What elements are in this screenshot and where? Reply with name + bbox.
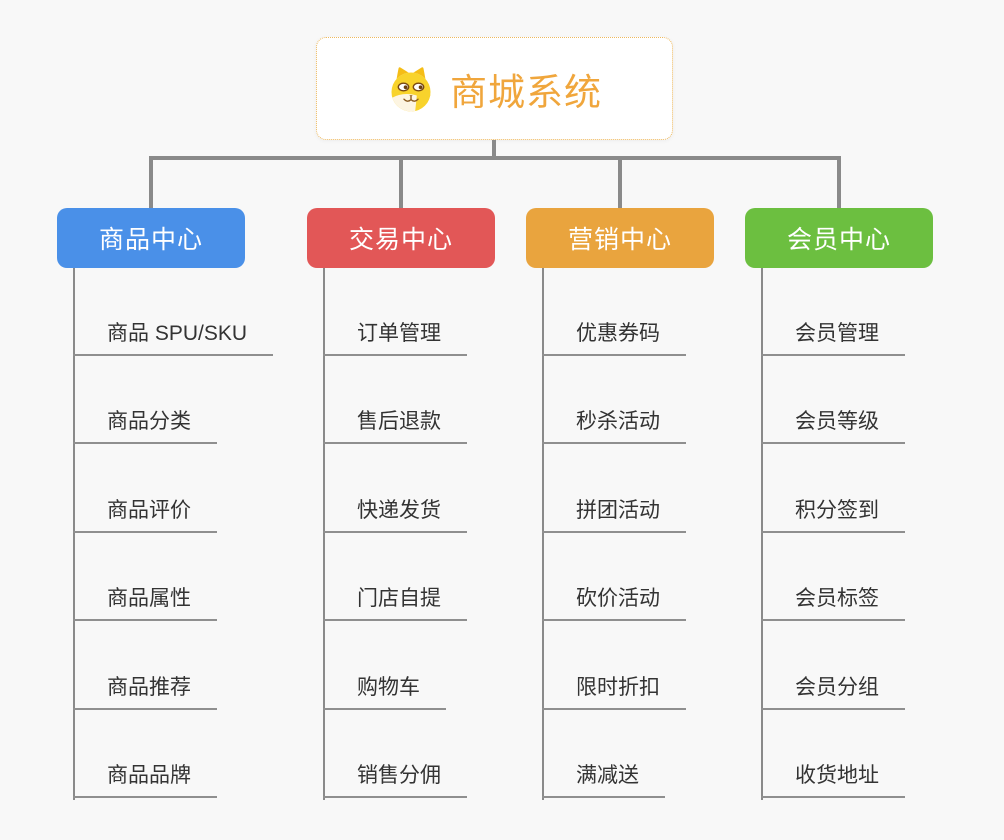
leaf-node[interactable]: 砍价活动 — [542, 586, 686, 621]
connector-branch-stub — [618, 156, 622, 208]
connector-branch-stub — [399, 156, 403, 208]
leaf-node[interactable]: 秒杀活动 — [542, 409, 686, 444]
leaf-node[interactable]: 会员管理 — [761, 321, 905, 356]
root-title: 商城系统 — [450, 71, 602, 113]
leaf-node[interactable]: 拼团活动 — [542, 498, 686, 533]
connector-top-rail — [149, 156, 841, 160]
leaf-node[interactable]: 门店自提 — [323, 586, 467, 621]
dog-face-icon — [387, 65, 435, 113]
leaf-node[interactable]: 订单管理 — [323, 321, 467, 356]
leaf-node[interactable]: 会员标签 — [761, 586, 905, 621]
leaf-node[interactable]: 售后退款 — [323, 409, 467, 444]
leaf-node[interactable]: 积分签到 — [761, 498, 905, 533]
leaf-node[interactable]: 销售分佣 — [323, 763, 467, 798]
branch-node[interactable]: 商品中心 — [57, 208, 245, 268]
connector-branch-spine — [761, 268, 763, 800]
leaf-node[interactable]: 快递发货 — [323, 498, 467, 533]
leaf-node[interactable]: 满减送 — [542, 763, 665, 798]
leaf-node[interactable]: 商品属性 — [73, 586, 217, 621]
connector-branch-spine — [542, 268, 544, 800]
leaf-node[interactable]: 商品 SPU/SKU — [73, 321, 274, 356]
connector-branch-spine — [73, 268, 75, 800]
leaf-node[interactable]: 会员分组 — [761, 675, 905, 710]
branch-node[interactable]: 营销中心 — [526, 208, 714, 268]
connector-branch-stub — [837, 156, 841, 208]
leaf-node[interactable]: 购物车 — [323, 675, 446, 710]
leaf-node[interactable]: 优惠券码 — [542, 321, 686, 356]
leaf-node[interactable]: 收货地址 — [761, 763, 905, 798]
root-node[interactable]: 商城系统 — [316, 37, 673, 140]
connector-root-stub — [492, 140, 496, 160]
connector-branch-spine — [323, 268, 325, 800]
leaf-node[interactable]: 商品评价 — [73, 498, 217, 533]
branch-node[interactable]: 会员中心 — [745, 208, 933, 268]
branch-node[interactable]: 交易中心 — [307, 208, 495, 268]
leaf-node[interactable]: 商品品牌 — [73, 763, 217, 798]
leaf-node[interactable]: 商品分类 — [73, 409, 217, 444]
connector-branch-stub — [149, 156, 153, 208]
leaf-node[interactable]: 商品推荐 — [73, 675, 217, 710]
leaf-node[interactable]: 会员等级 — [761, 409, 905, 444]
leaf-node[interactable]: 限时折扣 — [542, 675, 686, 710]
